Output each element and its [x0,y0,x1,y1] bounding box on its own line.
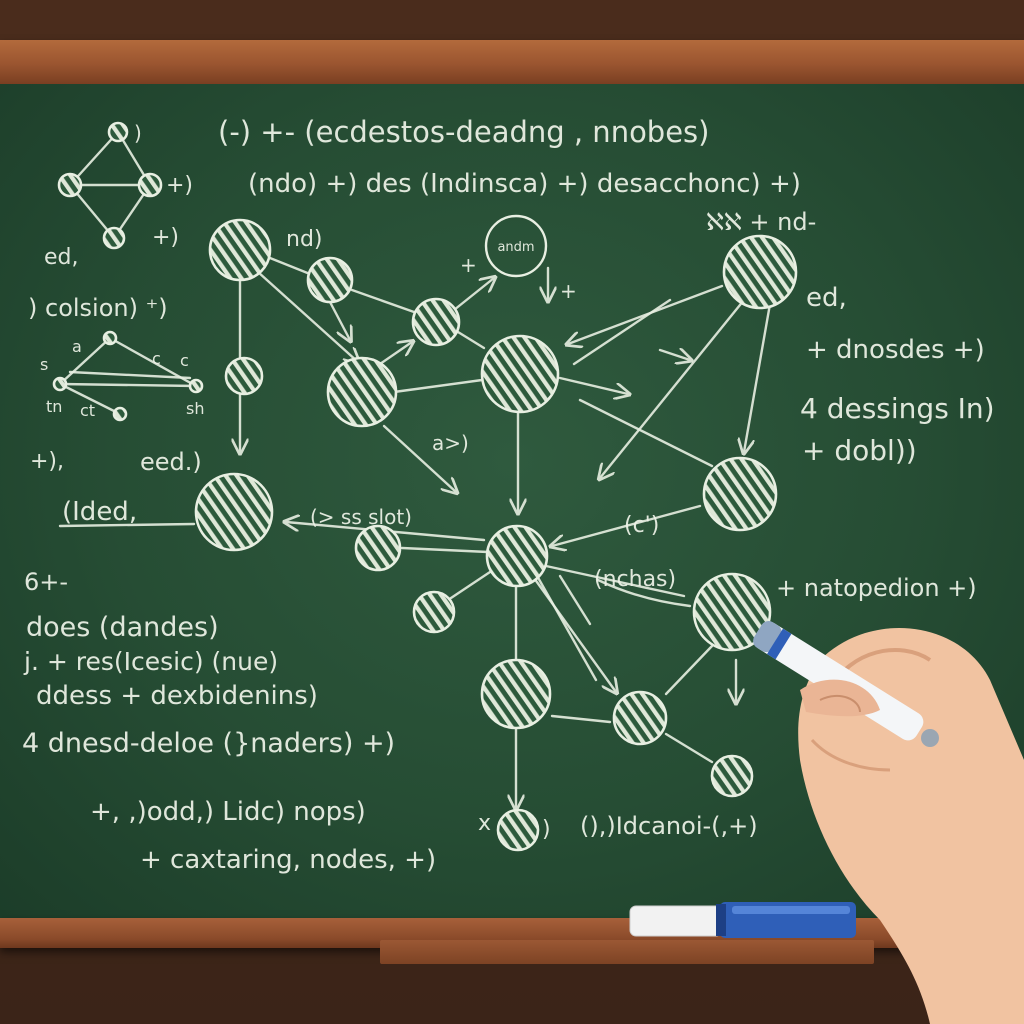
graph-node [612,690,668,746]
left-plus-2: +) [152,225,179,250]
bottom-right-note: (),)Idcanoi-(,+) [580,812,758,840]
left-label-tn: tn [46,397,62,416]
bottom-x: x [478,811,491,836]
left-block-line-5: 4 dnesd-deloe (}naders) +) [22,728,395,759]
right-dessings: 4 dessings In) [800,392,995,425]
marker-on-tray [629,902,856,938]
left-block-line-1: 6+- [24,568,68,596]
board-frame-top [0,40,1024,84]
center-slot: (> ss slot) [310,505,412,529]
left-block-line-3: j. + res(Icesic) (nue) [23,647,278,676]
chalk-curve [596,578,692,608]
graph-node [480,334,560,414]
right-dnosdes: + dnosdes +) [806,335,985,365]
chalk-tray-ledge [380,940,874,964]
header-line-2: (ndo) +) des (Indinsca) +) desacchonc) +… [248,169,801,199]
graph-node [411,297,461,347]
left-label-a: a [72,337,82,356]
header-line-1: (-) +- (ecdestos-deadng , nnobes) [218,115,710,149]
left-label-c2: c [180,351,189,370]
graph-node [692,572,772,652]
graph-node [208,218,272,282]
left-plus-3: +), [30,449,64,474]
graph-node [710,754,754,798]
left-ided: (Ided, [62,497,137,527]
right-natopedion: + natopedion +) [776,574,977,602]
bottom-line-2: + caxtaring, nodes, +) [140,845,436,875]
left-label-c: c [152,349,161,368]
chalk-annotations: (-) +- (ecdestos-deadng , nnobes) (ndo) … [22,115,995,875]
graph-node [702,456,778,532]
graph-node [194,472,274,552]
right-dobi: + dobl)) [802,434,917,467]
left-label-s: s [40,355,48,374]
left-block-line-2: does (dandes) [26,612,219,643]
center-a: a>) [432,431,469,455]
node-label-nd: nd) [286,227,323,252]
bubble-node: andm [484,214,548,278]
graph-node [326,356,398,428]
left-colsion: ) colsion) ⁺) [28,294,168,322]
graph-node [480,658,552,730]
center-c: (c') [624,513,659,538]
main-graph-nodes [194,218,798,852]
small-graph-top-left [57,121,163,250]
right-ed: ed, [806,283,847,313]
graph-node [485,524,549,588]
graph-node [722,234,798,310]
center-nchas: (nchas) [594,567,676,592]
graph-node [224,356,264,396]
bubble-label: andm [497,240,534,255]
main-graph-edges [58,256,772,808]
graph-node [496,808,540,852]
top-right-note: ℵℵ + nd- [706,208,816,236]
top-left-paren: ) [134,121,142,145]
left-plus-1: +) [166,173,193,198]
left-label-ct: ct [80,401,95,420]
graph-node [412,590,456,634]
small-graph-left [52,330,204,422]
hand-with-marker [753,621,1024,1024]
left-ed: ed, [44,245,79,270]
left-label-sh: sh [186,399,204,418]
bubble-arrow-mark: + [560,279,577,303]
graph-node [354,524,402,572]
bottom-line-1: +, ,)odd,) Lidc) nops) [90,797,366,827]
bottom-paren: ) [542,817,551,842]
graph-node [306,256,354,304]
left-eed: eed.) [140,448,202,476]
left-block-line-4: ddess + dexbidenins) [36,681,318,711]
bubble-mark: + [460,253,477,277]
